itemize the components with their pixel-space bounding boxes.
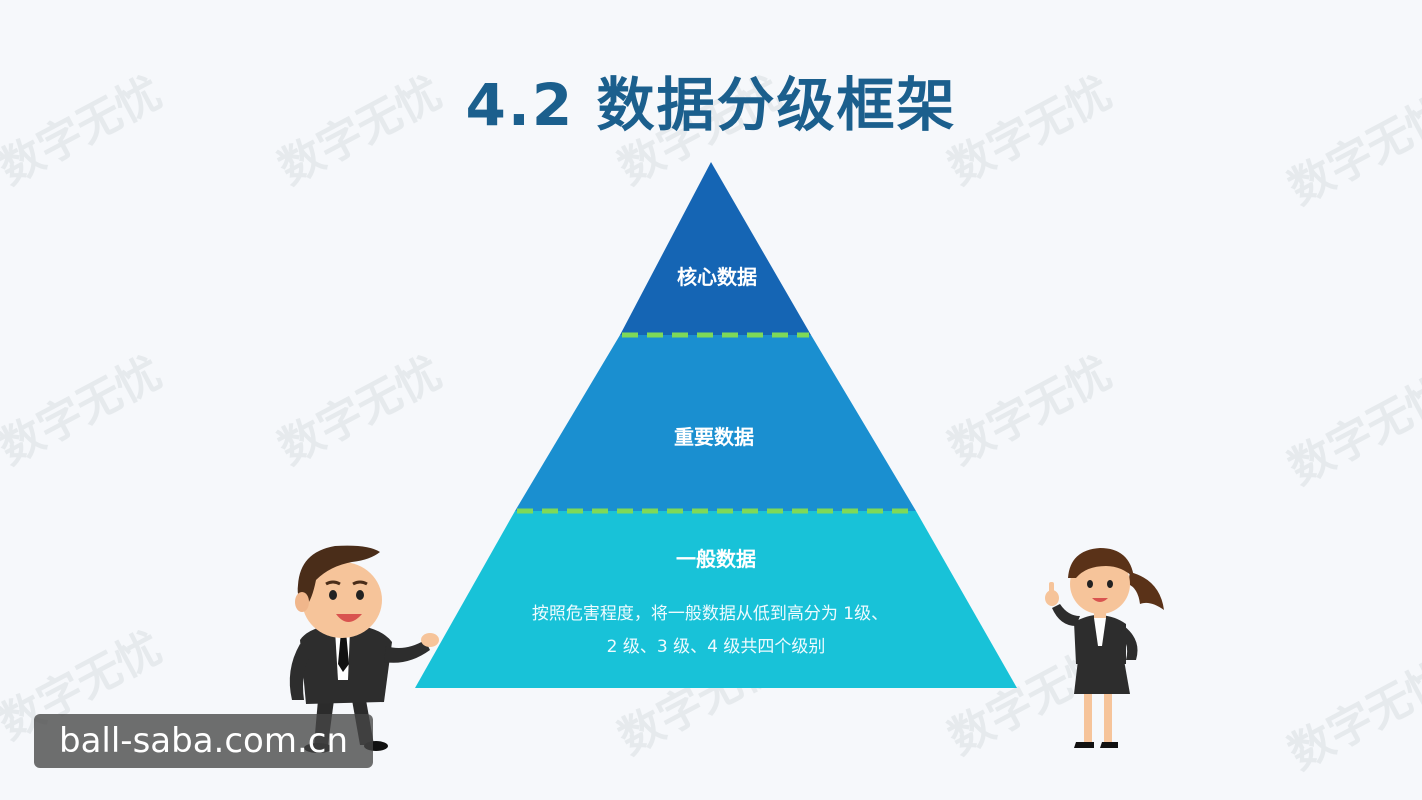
level-description-line: 按照危害程度，将一般数据从低到高分为 1级、 bbox=[532, 604, 888, 624]
page-title: 4.2 数据分级框架 bbox=[465, 71, 957, 139]
site-badge: ball-saba.com.cn bbox=[34, 714, 373, 768]
level-description-line: 2 级、3 级、4 级共四个级别 bbox=[607, 637, 826, 657]
pyramid-level-general bbox=[415, 511, 1017, 688]
pyramid-level-core bbox=[620, 162, 811, 335]
level-label-important: 重要数据 bbox=[674, 425, 754, 449]
level-label-core: 核心数据 bbox=[677, 265, 757, 289]
businesswoman-illustration bbox=[1045, 548, 1164, 748]
level-label-general: 一般数据 bbox=[676, 547, 756, 571]
pyramid-level-important bbox=[515, 335, 916, 511]
